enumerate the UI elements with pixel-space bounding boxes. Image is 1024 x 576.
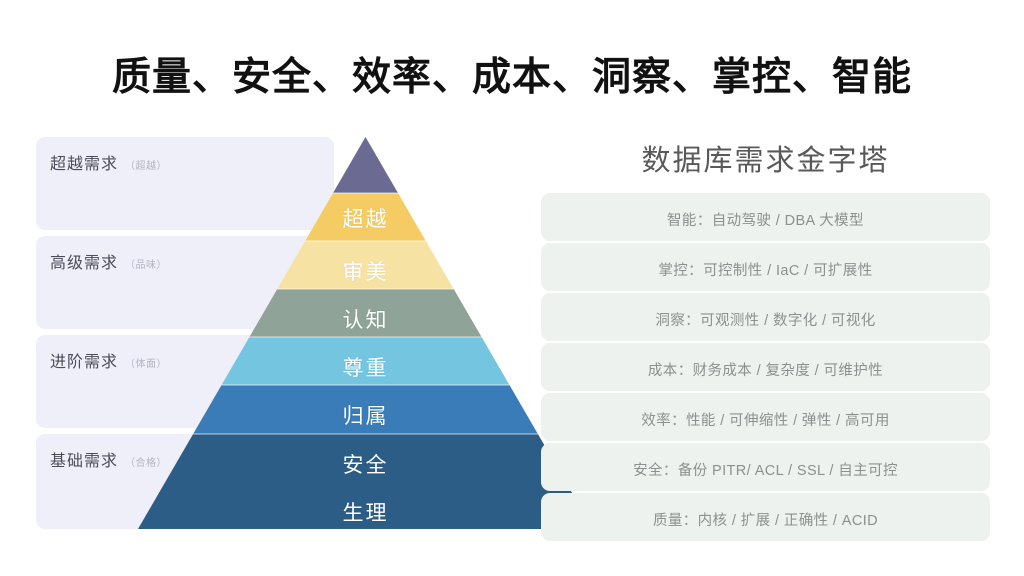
detail-row-insight bbox=[541, 293, 990, 341]
need-card-subtitle: （合格） bbox=[125, 458, 168, 469]
need-card-text: 超越需求 （超越） bbox=[50, 150, 167, 174]
need-card-text: 基础需求 （合格） bbox=[50, 447, 167, 471]
pyramid-tiers bbox=[138, 137, 593, 529]
pyramid-tier-belonging bbox=[138, 337, 593, 385]
detail-text-security: 安全：备份 PITR/ ACL / SSL / 自主可控 bbox=[633, 463, 898, 479]
detail-text-efficiency: 效率：性能 / 可伸缩性 / 弹性 / 高可用 bbox=[641, 413, 890, 429]
need-card-subtitle: （体面） bbox=[125, 359, 168, 370]
need-card-title: 进阶需求 bbox=[50, 354, 119, 371]
pyramid-tier-aesthetics bbox=[138, 193, 593, 241]
detail-text-cost: 成本：财务成本 / 复杂度 / 可维护性 bbox=[647, 363, 884, 379]
detail-row-cost bbox=[541, 343, 990, 391]
pyramid-tier-safety bbox=[138, 385, 593, 434]
pyramid-tier-cognition bbox=[138, 241, 593, 289]
pyramid-tier-physiological bbox=[138, 434, 593, 529]
pyramid-tier-transcendence bbox=[138, 137, 593, 193]
requirements-column: 数据库需求金字塔 智能：自动驾驶 / DBA 大模型 掌控：可控制性 / IaC… bbox=[541, 137, 990, 541]
detail-text-control: 掌控：可控制性 / IaC / 可扩展性 bbox=[658, 263, 873, 279]
pyramid-tier-respect bbox=[138, 289, 593, 337]
detail-row-security bbox=[541, 443, 990, 491]
need-card-text: 高级需求 （品味） bbox=[50, 249, 167, 273]
detail-text-intelligence: 智能：自动驾驶 / DBA 大模型 bbox=[667, 213, 864, 229]
detail-row-efficiency bbox=[541, 393, 990, 441]
need-card-text: 进阶需求 （体面） bbox=[50, 348, 167, 372]
needs-pyramid: 超越 审美 认知 尊重 归属 安全 生理 bbox=[138, 137, 593, 529]
detail-row-intelligence bbox=[541, 193, 990, 241]
pyramid-heading: 数据库需求金字塔 bbox=[641, 145, 890, 177]
need-card-title: 基础需求 bbox=[50, 453, 119, 470]
need-card-subtitle: （品味） bbox=[125, 260, 168, 271]
need-card-subtitle: （超越） bbox=[125, 161, 168, 172]
need-card-title: 高级需求 bbox=[50, 255, 119, 272]
detail-text-insight: 洞察：可观测性 / 数字化 / 可视化 bbox=[655, 313, 876, 329]
need-card-title: 超越需求 bbox=[50, 156, 119, 173]
detail-row-control bbox=[541, 243, 990, 291]
detail-text-quality: 质量：内核 / 扩展 / 正确性 / ACID bbox=[652, 513, 879, 529]
pyramid-svg bbox=[138, 137, 593, 529]
page-title: 质量、安全、效率、成本、洞察、掌控、智能 bbox=[111, 56, 912, 99]
detail-row-quality bbox=[541, 493, 990, 541]
need-card-transcendence: 超越需求 （超越） bbox=[36, 137, 334, 230]
